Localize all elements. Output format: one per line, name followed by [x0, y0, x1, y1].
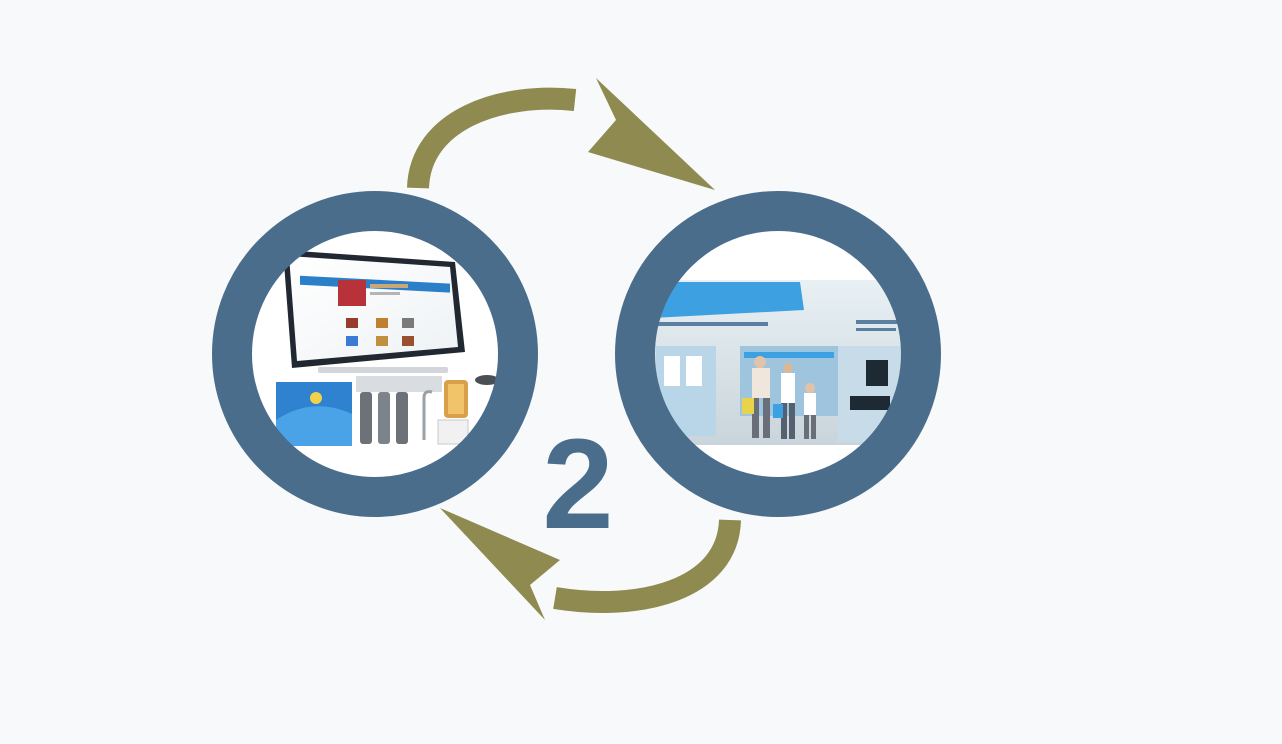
monitor-icon — [283, 250, 499, 385]
arrow-top-icon — [407, 78, 715, 190]
water-dispenser-icon — [437, 380, 469, 445]
shoppers-icon — [742, 356, 816, 439]
left-o-ring — [212, 191, 538, 517]
subscript-two: 2 — [542, 413, 613, 556]
arrow-bottom-icon — [440, 508, 741, 620]
right-o-ring — [615, 191, 941, 517]
purifier-panel-icon — [276, 382, 352, 446]
filter-cartridges-icon — [356, 376, 442, 444]
